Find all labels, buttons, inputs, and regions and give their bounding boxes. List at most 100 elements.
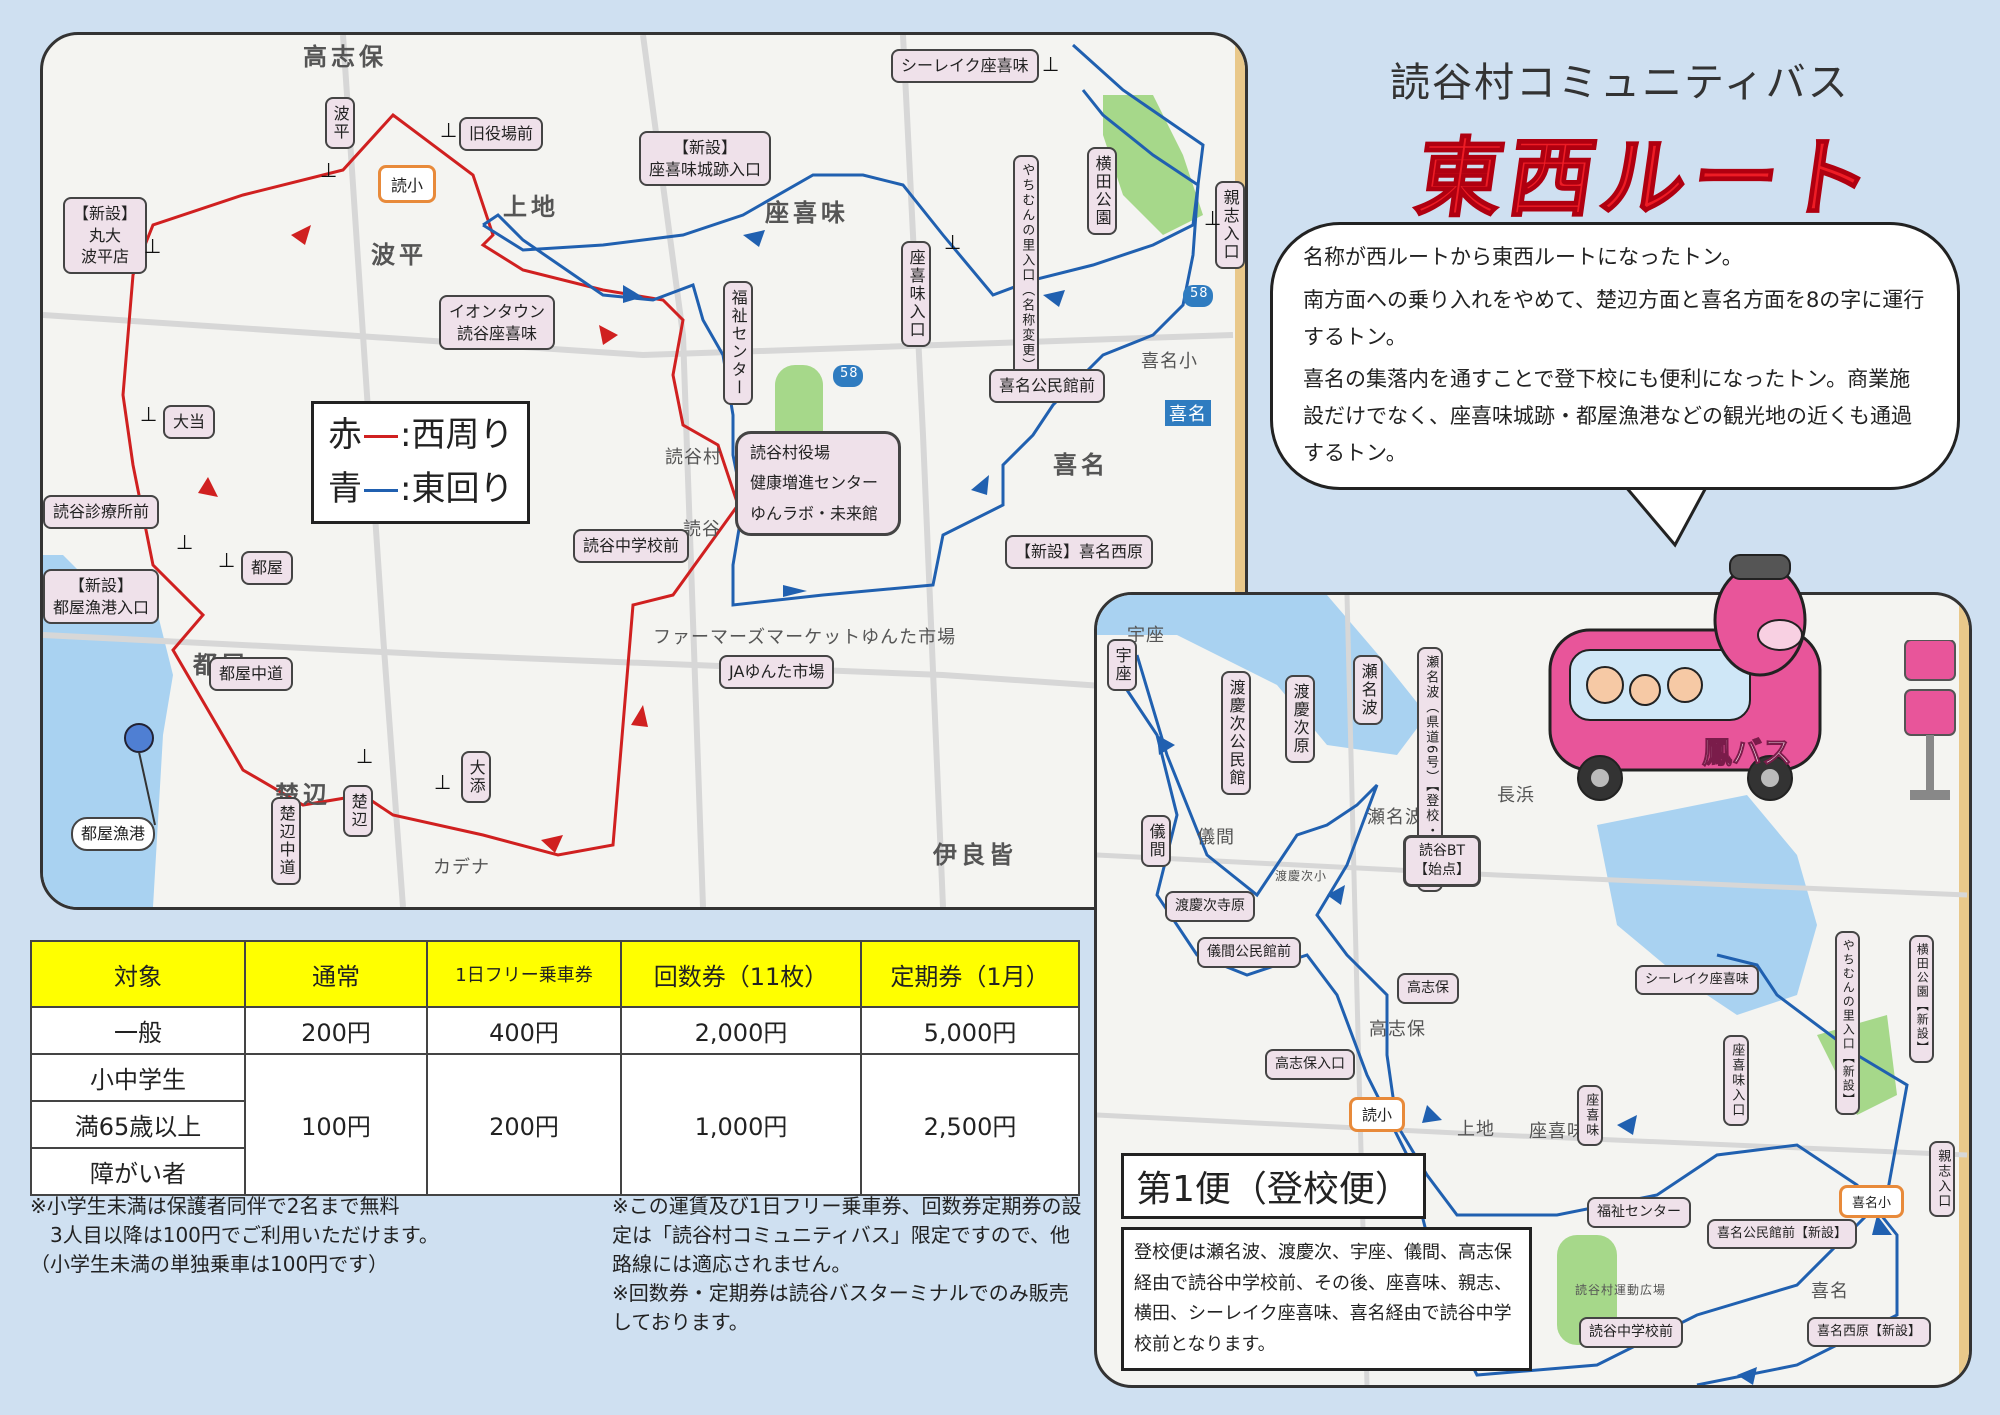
sub-stop-gima-kominkan[interactable]: 儀間公民館前 bbox=[1197, 937, 1301, 968]
stop-zakimi-iriguchi[interactable]: 座喜味入口 bbox=[901, 241, 931, 347]
legend-blue-swatch bbox=[364, 489, 398, 493]
label-tuya-port: 都屋漁港 bbox=[71, 817, 156, 851]
stop-yachimun-name: やちむんの里入口 bbox=[1019, 163, 1035, 283]
trip-description: 登校便は瀬名波、渡慶次、宇座、儀間、高志保経由で読谷中学校前、その後、座喜味、親… bbox=[1121, 1227, 1532, 1372]
stop-kina-kouminkan[interactable]: 喜名公民館前 bbox=[989, 369, 1106, 403]
fare-target-seniors: 満65歳以上 bbox=[30, 1100, 246, 1149]
sub-stop-fukushi[interactable]: 福祉センター bbox=[1587, 1197, 1691, 1228]
trip-title: 第1便（登校便） bbox=[1121, 1153, 1426, 1219]
bus-stop-pin-icon: ⊥ bbox=[140, 402, 158, 426]
school-yomitan-elementary: 読小 bbox=[378, 165, 437, 203]
fare-header-target: 対象 bbox=[30, 940, 246, 1008]
fare-row-reduced-2: 満65歳以上 bbox=[30, 1100, 1079, 1149]
sub-stop-gima[interactable]: 儀間 bbox=[1141, 815, 1171, 867]
legend-red-char: 赤 bbox=[328, 415, 362, 455]
stop-yomitan-yakuba[interactable]: 読谷村役場 健康増進センター ゆんラボ・未来館 bbox=[735, 431, 901, 537]
park-yokota bbox=[1103, 95, 1203, 235]
sub-stop-searake[interactable]: シーレイク座喜味 bbox=[1635, 965, 1759, 995]
stop-yachimun[interactable]: やちむんの里入口（名称変更） bbox=[1013, 155, 1040, 381]
sub-stop-bt-line1: 読谷BT bbox=[1418, 843, 1466, 859]
stop-marudai-line1: 【新設】 bbox=[73, 204, 138, 223]
main-route-map[interactable]: 高志保 上地 波平 座喜味 喜名 喜名小 喜名 読谷村 読谷 ファーマーズマーケ… bbox=[40, 32, 1248, 910]
bus-stop-pin-icon: ⊥ bbox=[356, 744, 374, 768]
stop-ja-yunta[interactable]: JAゆんた市場 bbox=[719, 655, 835, 689]
sub-stop-oyakeshi[interactable]: 親志入口 bbox=[1929, 1141, 1956, 1217]
bus-stop-pin-icon: ⊥ bbox=[218, 548, 236, 572]
sub-stop-zakimi-iriguchi[interactable]: 座喜味入口 bbox=[1723, 1035, 1750, 1126]
stop-aeon[interactable]: イオンタウン 読谷座喜味 bbox=[439, 295, 556, 351]
stop-tuya-nakamichi[interactable]: 都屋中道 bbox=[209, 657, 294, 691]
sub-place-gima: 儀間 bbox=[1197, 827, 1235, 848]
bus-stop-pin-icon: ⊥ bbox=[1042, 52, 1060, 76]
stop-namihira[interactable]: 波平 bbox=[325, 97, 355, 149]
stop-sobe[interactable]: 楚辺 bbox=[343, 785, 373, 837]
stop-kyuyakuba[interactable]: 旧役場前 bbox=[459, 117, 544, 151]
stop-tuya-gyoko-line1: 【新設】 bbox=[69, 576, 134, 595]
place-takashiho: 高志保 bbox=[303, 43, 387, 71]
fare-header-coupon: 回数券（11枚） bbox=[620, 940, 862, 1008]
fare-row-general: 一般 200円 400円 2,000円 5,000円 bbox=[30, 1006, 1080, 1055]
stop-marudai[interactable]: 【新設】 丸大 波平店 bbox=[63, 197, 147, 274]
fare-table: 対象 通常 1日フリー乗車券 回数券（11枚） 定期券（1月） 一般 200円 … bbox=[30, 940, 1080, 1196]
stop-yomitan-chugakko[interactable]: 読谷中学校前 bbox=[573, 529, 690, 563]
stop-yomitan-shinryojo[interactable]: 読谷診療所前 bbox=[43, 495, 160, 529]
bus-stop-pin-icon: ⊥ bbox=[434, 770, 452, 794]
bus-name: 鳳バス bbox=[1702, 736, 1793, 772]
stop-tuya[interactable]: 都屋 bbox=[241, 551, 294, 585]
sub-stop-uza[interactable]: 宇座 bbox=[1107, 639, 1137, 691]
sub-stop-senaha[interactable]: 瀬名波 bbox=[1353, 655, 1383, 725]
place-farmers-market: ファーマーズマーケットゆんた市場 bbox=[653, 627, 957, 648]
sub-stop-tokeshi-kominkan[interactable]: 渡慶次公民館 bbox=[1221, 671, 1251, 795]
sub-stop-takashiho[interactable]: 高志保 bbox=[1397, 973, 1459, 1004]
notes-fare-conditions: ※この運賃及び1日フリー乗車券、回数券定期券の設定は「読谷村コミュニティバス」限… bbox=[612, 1194, 1082, 1334]
stop-oyakeshi-iriguchi[interactable]: 親志入口 bbox=[1215, 181, 1245, 269]
sub-stop-yokota-note: 【新設】 bbox=[1915, 999, 1930, 1055]
sub-place-nagahama: 長浜 bbox=[1497, 785, 1535, 806]
fare-target-disabled: 障がい者 bbox=[30, 1147, 246, 1196]
fare-target-students: 小中学生 bbox=[30, 1053, 246, 1102]
stop-zakimi-jyoseki[interactable]: 【新設】 座喜味城跡入口 bbox=[639, 131, 772, 187]
sub-stop-yomitan-bt[interactable]: 読谷BT 【始点】 bbox=[1403, 835, 1481, 887]
stop-sobe-nakamichi[interactable]: 楚辺中道 bbox=[271, 797, 301, 885]
legend-red-swatch bbox=[364, 435, 398, 438]
stop-ozoe[interactable]: 大添 bbox=[461, 751, 491, 803]
notes-children: ※小学生未満は保護者同伴で2名まで無料 3人目以降は100円でご利用いただけます… bbox=[30, 1194, 439, 1276]
school-trip-map[interactable]: 宇座 儀間 瀬名波 長浜 高志保 上地 座喜味 喜名 渡慶次小 読谷村運動広場 … bbox=[1094, 592, 1972, 1388]
stop-searake-zakimi[interactable]: シーレイク座喜味 bbox=[891, 49, 1039, 83]
bus-stop-sign-icon bbox=[1904, 640, 1956, 800]
stop-fukushi-center[interactable]: 福祉センター bbox=[723, 281, 753, 405]
bubble-line-1: 名称が西ルートから東西ルートになったトン。 bbox=[1303, 245, 1743, 269]
sub-stop-tokeshi-jibaru[interactable]: 渡慶次寺原 bbox=[1165, 891, 1255, 922]
sub-stop-yomitan-chugakko[interactable]: 読谷中学校前 bbox=[1579, 1317, 1683, 1348]
tuya-port-marker bbox=[124, 723, 154, 753]
sub-stop-zakimi[interactable]: 座喜味 bbox=[1577, 1085, 1604, 1146]
place-zakimi: 座喜味 bbox=[765, 199, 849, 227]
stop-yachimun-note: （名称変更） bbox=[1019, 283, 1035, 373]
sub-stop-takashiho-iriguchi[interactable]: 高志保入口 bbox=[1265, 1049, 1355, 1080]
fare-row-reduced-3: 障がい者 bbox=[30, 1147, 1079, 1196]
stop-daito[interactable]: 大当 bbox=[163, 405, 216, 439]
fare-row-reduced-1: 小中学生 100円 200円 1,000円 2,500円 bbox=[30, 1053, 1080, 1196]
sub-stop-yachimun[interactable]: やちむんの里入口【新設】 bbox=[1835, 931, 1861, 1115]
sub-stop-tokeshi[interactable]: 渡慶次原 bbox=[1285, 675, 1315, 763]
stop-aeon-line1: イオンタウン bbox=[449, 302, 546, 321]
sub-place-kina: 喜名 bbox=[1811, 1281, 1849, 1302]
stop-yokota-koen[interactable]: 横田公園 bbox=[1087, 147, 1117, 235]
bus-stop-pin-icon: ⊥ bbox=[320, 158, 338, 182]
sub-stop-kina-nishibaru[interactable]: 喜名西原【新設】 bbox=[1807, 1317, 1932, 1347]
sub-stop-kina-kominkan[interactable]: 喜名公民館前【新設】 bbox=[1707, 1219, 1858, 1249]
bubble-tail bbox=[1620, 480, 1712, 548]
place-ueji: 上地 bbox=[503, 193, 559, 221]
sub-stop-yokota[interactable]: 横田公園【新設】 bbox=[1909, 935, 1935, 1063]
fare-header-row: 対象 通常 1日フリー乗車券 回数券（11枚） 定期券（1月） bbox=[30, 940, 1080, 1008]
sub-school-yomitan-elementary: 読小 bbox=[1349, 1097, 1406, 1132]
sub-sea-north bbox=[1097, 595, 1427, 755]
stop-marudai-line3: 波平店 bbox=[80, 247, 129, 267]
bus-stop-pin-icon: ⊥ bbox=[144, 234, 162, 258]
west-route-line bbox=[121, 112, 740, 857]
stop-kina-nishibaru[interactable]: 【新設】喜名西原 bbox=[1005, 535, 1154, 569]
subtitle: 読谷村コミュニティバス bbox=[1390, 60, 1850, 106]
stop-tuya-gyoko-iriguchi[interactable]: 【新設】 都屋漁港入口 bbox=[43, 569, 160, 625]
stop-aeon-line2: 読谷座喜味 bbox=[457, 323, 538, 343]
legend-blue-text: :東回り bbox=[400, 469, 514, 510]
